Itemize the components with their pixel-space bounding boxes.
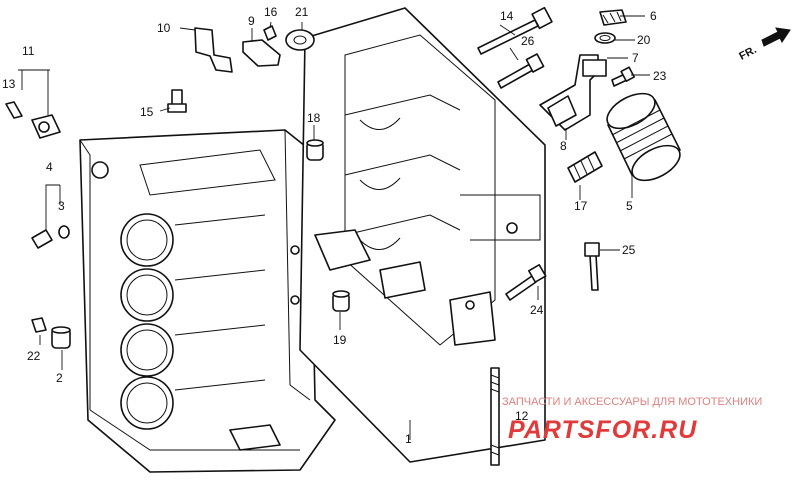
label-10: 10 <box>157 21 171 35</box>
oil-filter <box>606 92 681 182</box>
bolt-14 <box>477 6 553 55</box>
label-25: 25 <box>622 243 636 257</box>
label-1: 1 <box>405 432 412 446</box>
screw-16 <box>263 25 277 41</box>
bolt-15 <box>167 89 187 113</box>
filter-nipple <box>567 151 603 183</box>
front-direction-indicator: FR. <box>737 27 791 63</box>
cylinder-block <box>79 129 336 473</box>
crankcase <box>299 7 546 463</box>
label-3: 3 <box>58 199 65 213</box>
label-22: 22 <box>27 349 41 363</box>
watermark: ЗАПЧАСТИ И АКСЕССУАРЫ ДЛЯ МОТОТЕХНИКИ PA… <box>502 396 762 444</box>
sensor-11 <box>31 114 61 139</box>
screw-22 <box>31 317 47 333</box>
fr-label: FR. <box>737 44 758 63</box>
label-9: 9 <box>248 14 255 28</box>
arrow-icon <box>761 27 791 47</box>
bolt-25 <box>584 242 600 291</box>
label-5: 5 <box>626 199 633 213</box>
label-18: 18 <box>307 111 321 125</box>
leader-lines <box>18 15 650 440</box>
label-19: 19 <box>333 333 347 347</box>
label-2: 2 <box>56 371 63 385</box>
filter-bracket <box>539 54 607 131</box>
stud-bolt <box>490 367 500 466</box>
bolt-26 <box>497 53 545 89</box>
label-16: 16 <box>264 5 278 19</box>
plug-4 <box>31 229 53 249</box>
label-6: 6 <box>650 9 657 23</box>
bolt-24 <box>505 264 547 301</box>
label-23: 23 <box>653 69 667 83</box>
sensor-21 <box>285 29 315 51</box>
dowel-pin-18 <box>306 139 324 161</box>
watermark-brand: PARTSFOR.RU <box>508 416 697 444</box>
cap-2 <box>51 326 71 349</box>
bolt-23 <box>611 66 636 87</box>
dowel-pin-19 <box>332 290 350 312</box>
label-7: 7 <box>632 51 639 65</box>
plug-cap <box>594 9 627 44</box>
watermark-tagline: ЗАПЧАСТИ И АКСЕССУАРЫ ДЛЯ МОТОТЕХНИКИ <box>502 396 762 408</box>
label-4: 4 <box>46 160 53 174</box>
label-14: 14 <box>500 9 514 23</box>
label-24: 24 <box>530 303 544 317</box>
label-21: 21 <box>295 5 309 19</box>
part-number-labels: 1 2 3 4 5 6 7 8 9 10 11 12 13 14 15 16 1… <box>2 5 667 446</box>
bolt-13 <box>5 101 23 119</box>
label-26: 26 <box>521 34 535 48</box>
label-20: 20 <box>637 33 651 47</box>
washer-3 <box>58 225 70 239</box>
label-11: 11 <box>22 44 35 58</box>
label-13: 13 <box>2 77 16 91</box>
label-8: 8 <box>560 139 567 153</box>
label-12: 12 <box>515 409 529 423</box>
label-17: 17 <box>574 199 588 213</box>
holder-plate <box>242 39 281 67</box>
label-15: 15 <box>140 105 154 119</box>
clip-bracket <box>194 27 233 73</box>
